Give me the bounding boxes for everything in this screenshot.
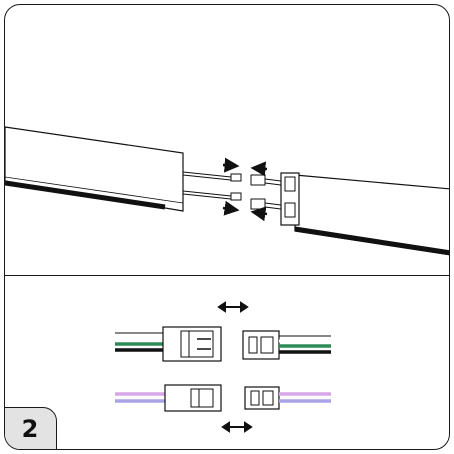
right-top-socket — [250, 174, 266, 186]
push-arrow-icon — [222, 157, 268, 222]
right-profile-segment — [280, 172, 449, 256]
connector-pair-ww — [115, 384, 331, 412]
right-wire-leads — [250, 174, 282, 210]
left-wire-leads — [182, 171, 242, 201]
left-top-plug — [230, 173, 242, 182]
section-divider — [5, 275, 449, 276]
female-connector-2 — [244, 386, 280, 410]
step-number: 2 — [21, 415, 39, 443]
connector-pair-rgb — [115, 326, 331, 362]
step-badge: 2 — [5, 407, 57, 449]
left-bottom-plug — [230, 192, 242, 201]
double-arrow-icon — [221, 421, 253, 433]
assembly-illustration — [5, 126, 449, 433]
right-bottom-socket — [250, 198, 266, 210]
double-arrow-icon — [217, 301, 249, 313]
instruction-panel: 2 — [4, 4, 450, 450]
left-profile-segment — [5, 126, 184, 212]
